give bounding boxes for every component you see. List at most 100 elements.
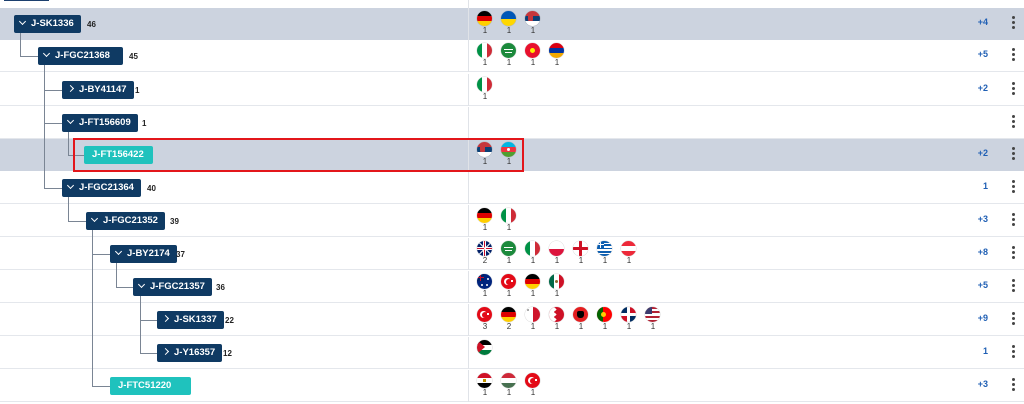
flag-hungary-icon[interactable]: 1	[501, 373, 517, 397]
haplogroup-tag[interactable]: J-Y16357	[157, 344, 223, 362]
more-options-icon[interactable]	[1012, 213, 1016, 228]
haplogroup-tag[interactable]: J-BY2174	[110, 245, 177, 263]
chevron-down-icon[interactable]	[90, 214, 99, 223]
chevron-down-icon[interactable]	[66, 181, 75, 190]
flag-azerbaijan-icon[interactable]: 1	[501, 142, 517, 166]
flag-palestine-icon[interactable]	[477, 340, 493, 355]
more-options-icon[interactable]	[1012, 180, 1016, 195]
flag-germany-icon[interactable]: 1	[477, 208, 493, 232]
flag-italy-icon[interactable]: 1	[477, 43, 493, 67]
haplogroup-tag[interactable]: J-FT156609	[62, 114, 138, 132]
more-options-icon[interactable]	[1012, 246, 1016, 261]
haplogroup-tag[interactable]: J-SK1337	[157, 311, 224, 329]
more-countries-link[interactable]: +8	[977, 247, 988, 257]
flag-austria-icon[interactable]: 1	[621, 241, 637, 265]
flag-germany-icon[interactable]: 1	[477, 11, 493, 35]
flag-stripe	[549, 52, 564, 58]
more-countries-link[interactable]: +4	[977, 17, 988, 27]
more-countries-link[interactable]: +3	[977, 379, 988, 389]
flag-australia-icon[interactable]: 1	[477, 274, 493, 298]
more-options-icon[interactable]	[1012, 279, 1016, 294]
flag-turkey-icon[interactable]: 1	[501, 274, 517, 298]
country-sample-count: 1	[506, 26, 512, 35]
more-options-icon[interactable]	[1012, 115, 1016, 130]
more-countries-link[interactable]: 1	[982, 181, 988, 191]
chevron-down-icon[interactable]	[66, 116, 75, 125]
flag-albania-icon[interactable]: 1	[573, 307, 589, 331]
flag-turkey-icon[interactable]: 3	[477, 307, 493, 331]
flag-serbia-icon[interactable]: 1	[477, 142, 493, 166]
flag-serbia-icon[interactable]: 1	[525, 11, 541, 35]
more-options-icon[interactable]	[1012, 82, 1016, 97]
chevron-right-icon[interactable]	[161, 347, 170, 356]
flag-italy-icon[interactable]: 1	[477, 77, 493, 101]
chevron-down-icon[interactable]	[137, 280, 146, 289]
chevron-down-icon[interactable]	[114, 247, 123, 256]
haplogroup-tag[interactable]: J-FGC21352	[86, 212, 165, 230]
flag-germany-icon[interactable]: 2	[501, 307, 517, 331]
more-options-icon[interactable]	[1012, 378, 1016, 393]
flag-portugal-icon[interactable]: 1	[597, 307, 613, 331]
flag-greece-icon[interactable]: 1	[597, 241, 613, 265]
flag-armenia-icon[interactable]: 1	[549, 43, 565, 67]
flag-italy-icon[interactable]: 1	[501, 208, 517, 232]
kebab-dot	[1012, 16, 1015, 19]
flag-mexico-icon[interactable]: 1	[549, 274, 565, 298]
flag-malta-icon[interactable]: 1	[525, 307, 541, 331]
more-countries-link[interactable]: +5	[977, 49, 988, 59]
flag-united-states-icon[interactable]: 1	[645, 307, 661, 331]
more-options-icon[interactable]	[1012, 147, 1016, 162]
more-countries-link[interactable]: +3	[977, 214, 988, 224]
flag-kyrgyzstan-icon[interactable]: 1	[525, 43, 541, 67]
more-options-icon[interactable]	[1012, 16, 1016, 31]
flag-united-kingdom-icon[interactable]: 2	[477, 241, 493, 265]
haplogroup-tag[interactable]: J-FGC21364	[62, 179, 141, 197]
more-countries-link[interactable]: +2	[977, 83, 988, 93]
flag-bahrain-icon[interactable]: 1	[549, 307, 565, 331]
haplogroup-tag[interactable]: J-SK1336	[14, 15, 81, 33]
flag-england-icon[interactable]: 1	[573, 241, 589, 265]
flag-poland-icon[interactable]: 1	[549, 241, 565, 265]
more-countries-link[interactable]: +2	[977, 148, 988, 158]
haplogroup-tag[interactable]: J-FGC21368	[38, 47, 123, 65]
haplogroup-tag[interactable]: J-FTC51220	[110, 377, 191, 395]
flag-italy-icon[interactable]: 1	[525, 241, 541, 265]
haplogroup-tag[interactable]: J-BY41147	[62, 81, 134, 99]
chevron-down-icon[interactable]	[18, 17, 27, 26]
haplogroup-tag[interactable]: J-FGC21357	[133, 278, 212, 296]
flag-ukraine-icon[interactable]: 1	[501, 11, 517, 35]
haplogroup-tag[interactable]: J-FT156422	[84, 146, 153, 164]
chevron-right-icon[interactable]	[66, 84, 75, 93]
flag-dominican-republic-icon[interactable]: 1	[621, 307, 637, 331]
header-underline	[4, 0, 49, 1]
more-countries-link[interactable]: +9	[977, 313, 988, 323]
flag-germany-icon[interactable]: 1	[525, 274, 541, 298]
more-options-icon[interactable]	[1012, 345, 1016, 360]
more-countries-link[interactable]: +5	[977, 280, 988, 290]
flag-stripe	[477, 340, 485, 354]
more-countries-link[interactable]: 1	[982, 346, 988, 356]
flag-turkey-icon[interactable]: 1	[525, 373, 541, 397]
more-options-icon[interactable]	[1012, 312, 1016, 327]
flag-saudi-arabia-icon[interactable]: 1	[501, 241, 517, 265]
chevron-right-icon[interactable]	[161, 314, 170, 323]
more-options-icon[interactable]	[1012, 48, 1016, 63]
flag-egypt-icon[interactable]: 1	[477, 373, 493, 397]
flag-saudi-arabia-icon[interactable]: 1	[501, 43, 517, 67]
chevron-down-icon[interactable]	[42, 49, 51, 58]
flag-stripe	[501, 316, 516, 322]
